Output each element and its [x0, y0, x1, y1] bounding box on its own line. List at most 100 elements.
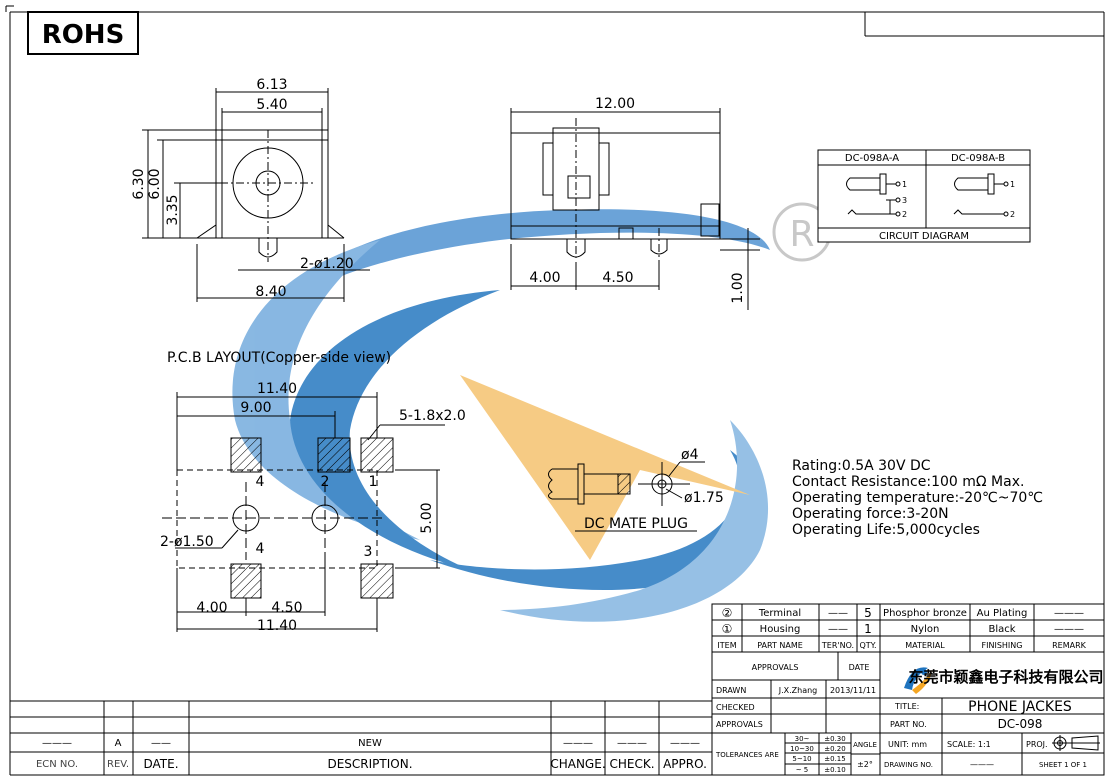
circuit-a-pin3: 3 — [902, 196, 907, 205]
pcb-hole: 2-ø1.50 — [160, 534, 214, 550]
tol-value-1: ±0.30 — [824, 735, 845, 743]
pcb-pad4-top-label: 4 — [256, 474, 265, 490]
title-block — [711, 651, 1105, 776]
date-header: DATE — [849, 663, 870, 672]
pcb-pad2-label: 2 — [321, 474, 330, 490]
bom-header-remark: REMARK — [1052, 641, 1087, 650]
tol-value-2: ±0.20 — [824, 745, 845, 753]
tol-value-3: ±0.15 — [824, 755, 845, 763]
bom-row1-item: ② — [722, 606, 733, 620]
rev-label-date: DATE. — [143, 757, 178, 771]
circuit-caption: CIRCUIT DIAGRAM — [879, 231, 969, 242]
rev-label-desc: DESCRIPTION. — [327, 757, 412, 771]
tol-range-4: ~ 5 — [796, 766, 809, 774]
pcb-x-a: 4.00 — [196, 600, 227, 616]
part-value: DC-098 — [998, 717, 1043, 731]
bom-row1-material: Phosphor bronze — [883, 608, 967, 619]
spec-line-2: Contact Resistance:100 mΩ Max. — [792, 474, 1024, 490]
checked-label: CHECKED — [716, 703, 755, 712]
plug-d-inner: ø1.75 — [684, 490, 724, 506]
front-pin-dia: 2-ø1.20 — [300, 256, 354, 272]
tol-range-2: 10~30 — [790, 745, 814, 753]
rev-label-ecn: ECN NO. — [36, 759, 78, 770]
revision-text: ——— A —— NEW ——— ——— ——— ECN NO. REV. DA… — [36, 738, 707, 771]
registered-symbol: R — [789, 214, 814, 255]
sheet-frame — [5, 5, 1105, 776]
circuit-a-pin1: 1 — [902, 180, 907, 189]
scale-label: SCALE: 1:1 — [947, 740, 991, 749]
front-view-labels: 6.13 5.40 6.30 6.00 3.35 2-ø1.20 8.40 — [131, 77, 354, 300]
bom-row1-qty: 5 — [864, 606, 872, 620]
circuit-diagram: DC-098A-A DC-098A-B CIRCUIT DIAGRAM 1 3 … — [817, 149, 1031, 243]
drawn-label: DRAWN — [716, 686, 746, 695]
pcb-layout-drawing — [162, 392, 445, 632]
front-height-body: 6.00 — [147, 168, 163, 199]
approvals-header: APPROVALS — [752, 663, 799, 672]
pcb-pad3-label: 3 — [364, 544, 373, 560]
front-width-outer: 6.13 — [256, 77, 287, 93]
front-view-drawing — [142, 88, 370, 302]
bom-row1-finish: Au Plating — [977, 608, 1028, 619]
side-dim-a: 4.00 — [529, 270, 560, 286]
bom-header-material: MATERIAL — [905, 641, 945, 650]
rev-entry-ecn: ——— — [42, 738, 72, 749]
pcb-w-bottom: 11.40 — [257, 618, 297, 634]
pcb-w-inner: 9.00 — [240, 400, 271, 416]
rev-entry-change: ——— — [563, 738, 593, 749]
bom-row2-qty: 1 — [864, 622, 872, 636]
top-right-box — [864, 12, 1104, 37]
rev-label-rev: REV. — [107, 759, 129, 770]
title-value: PHONE JACKES — [968, 699, 1072, 715]
pcb-pad-note: 5-1.8x2.0 — [399, 408, 466, 424]
side-length: 12.00 — [595, 96, 635, 112]
bom-row1-remark: ——— — [1054, 608, 1084, 619]
rev-entry-check: ——— — [617, 738, 647, 749]
bom-text: ② Terminal —— 5 Phosphor bronze Au Plati… — [717, 606, 1086, 650]
circuit-a-pin2: 2 — [902, 210, 907, 219]
pcb-w-total: 11.40 — [257, 381, 297, 397]
angle-value: ±2° — [857, 760, 873, 769]
bom-row2-item: ① — [722, 622, 733, 636]
spec-line-1: Rating:0.5A 30V DC — [792, 458, 931, 474]
rev-entry-desc: NEW — [358, 738, 382, 749]
part-label: PART NO. — [890, 720, 927, 729]
drawing-no-label: DRAWING NO. — [884, 761, 933, 769]
bom-row2-name: Housing — [760, 624, 801, 635]
circuit-b-pin2: 2 — [1010, 210, 1015, 219]
side-view-labels: 12.00 4.00 4.50 1.00 — [529, 96, 746, 304]
unit-label: UNIT: mm — [888, 740, 927, 749]
revision-block — [10, 700, 712, 775]
plug-caption: DC MATE PLUG — [584, 516, 688, 532]
side-view-drawing — [510, 108, 760, 310]
circuit-col-b: DC-098A-B — [951, 153, 1005, 164]
angle-label: ANGLE — [853, 741, 877, 749]
projection-symbol-icon — [1052, 735, 1100, 751]
rev-label-check: CHECK. — [609, 757, 654, 771]
rev-entry-appro: ——— — [670, 738, 700, 749]
bom-header-ter: TER'NO. — [821, 641, 854, 650]
drawn-date: 2013/11/11 — [830, 686, 876, 695]
pcb-pad4-bot-label: 4 — [256, 541, 265, 557]
bom-row1-ter: —— — [828, 608, 848, 619]
rev-label-appro: APPRO. — [663, 757, 707, 771]
pcb-x-b: 4.50 — [271, 600, 302, 616]
bom-row2-remark: ——— — [1054, 624, 1084, 635]
front-height-center: 3.35 — [165, 194, 181, 225]
dc-mate-plug-drawing — [548, 461, 705, 532]
registered-mark: R — [772, 202, 832, 262]
rohs-box: ROHS — [27, 11, 139, 55]
side-standoff: 1.00 — [730, 272, 746, 303]
front-base-width: 8.40 — [255, 284, 286, 300]
front-height-total: 6.30 — [131, 168, 147, 199]
side-dim-b: 4.50 — [602, 270, 633, 286]
drawn-by: J.X.Zhang — [778, 686, 818, 695]
pcb-pad1-label: 1 — [369, 474, 378, 490]
tol-range-3: 5~10 — [792, 755, 811, 763]
bom-header-qty: QTY. — [860, 641, 877, 650]
front-width-inner: 5.40 — [256, 97, 287, 113]
spec-line-5: Operating Life:5,000cycles — [792, 522, 980, 538]
dc-mate-plug-labels: ø4 ø1.75 DC MATE PLUG — [584, 447, 724, 532]
bom-header-finish: FINISHING — [982, 641, 1023, 650]
circuit-b-pin1: 1 — [1010, 180, 1015, 189]
